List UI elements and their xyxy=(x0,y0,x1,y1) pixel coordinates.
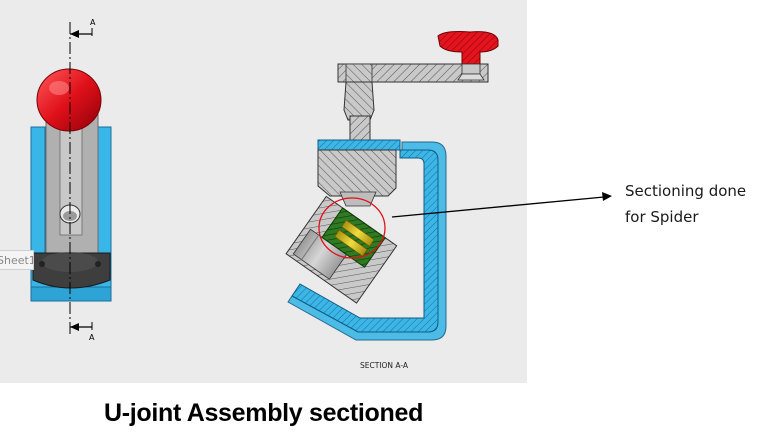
drawing-viewport: A A xyxy=(0,0,527,383)
sheet-tab-label: Sheet1 xyxy=(0,254,33,267)
figure-caption: U-joint Assembly sectioned xyxy=(103,399,424,427)
crank-arm xyxy=(337,63,489,83)
highlight-circle xyxy=(318,197,386,259)
bearing-cap-lower xyxy=(334,229,368,257)
callout-text: Sectioning done for Spider xyxy=(625,178,746,230)
drawing-canvas: A A xyxy=(30,18,499,370)
callout-line-1: Sectioning done xyxy=(625,182,747,200)
sheet-tab[interactable]: Sheet1 xyxy=(0,250,34,270)
leader-arrowhead xyxy=(602,192,612,201)
t-handle xyxy=(437,31,499,81)
yoke-base xyxy=(30,286,112,302)
section-view: SECTION A-A xyxy=(285,31,499,370)
cut-label-bottom: A xyxy=(89,333,95,342)
red-knob xyxy=(36,68,102,132)
cut-line-top xyxy=(70,28,93,38)
bearing-cap-upper xyxy=(341,219,375,247)
front-view: A A xyxy=(30,18,112,342)
cut-line-bottom xyxy=(70,322,93,331)
section-label: SECTION A-A xyxy=(360,361,409,370)
spider xyxy=(321,207,386,268)
upper-shaft xyxy=(343,81,375,121)
cut-label-top: A xyxy=(90,18,96,27)
callout-line-2: for Spider xyxy=(625,208,699,226)
upper-yoke xyxy=(317,149,397,197)
